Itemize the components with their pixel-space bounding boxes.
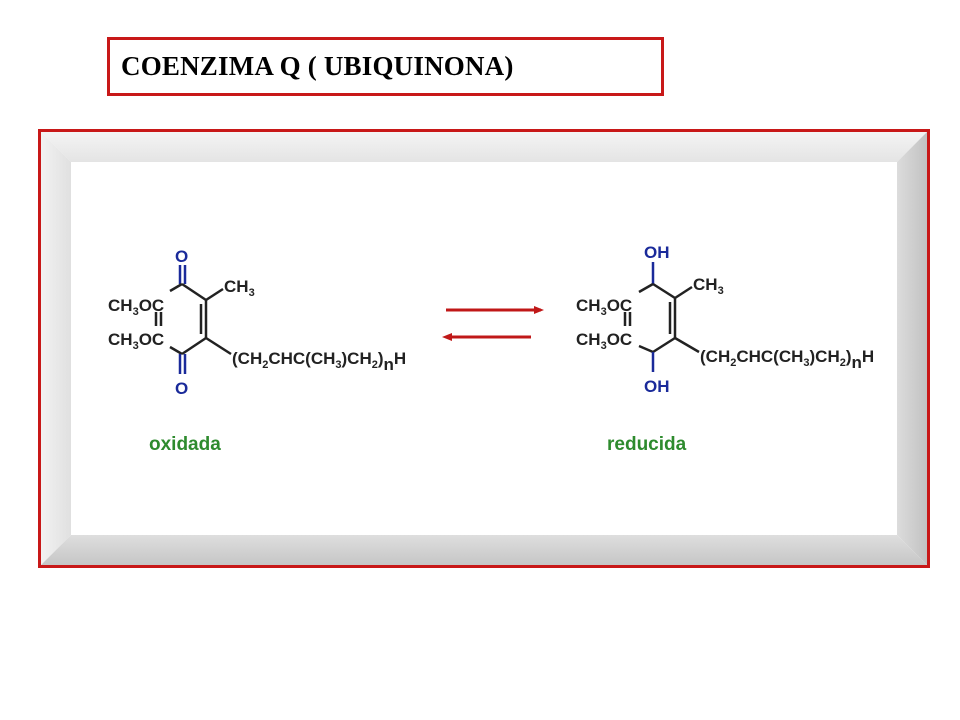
reduced-structure: OH OH CH3OC CH3OC CH3 (CH2CHC(CH3)CH2)nH… bbox=[576, 243, 874, 455]
oxidized-structure: O O CH3OC CH3OC CH3 (CH2CHC(CH3)CH2)n bbox=[108, 247, 406, 455]
reduced-methyl: CH3 bbox=[693, 275, 724, 297]
oxidized-methoxy-1: CH3OC bbox=[108, 296, 164, 318]
reduced-methoxy-1: CH3OC bbox=[576, 296, 632, 318]
title-box: COENZIMA Q ( UBIQUINONA) bbox=[107, 37, 664, 96]
reduced-methoxy-2: CH3OC bbox=[576, 330, 632, 352]
equilibrium-arrows bbox=[442, 306, 544, 341]
oxidized-bottom-oxygen: O bbox=[175, 379, 188, 398]
oxidized-methoxy-2: CH3OC bbox=[108, 330, 164, 352]
oxidized-top-oxygen: O bbox=[175, 247, 188, 266]
oxidized-side-chain: (CH2CHC(CH3)CH2)nH bbox=[232, 349, 406, 374]
diagram-panel: O O CH3OC CH3OC CH3 (CH2CHC(CH3)CH2)n bbox=[38, 129, 930, 568]
panel-bevel bbox=[41, 132, 927, 565]
page-title: COENZIMA Q ( UBIQUINONA) bbox=[121, 51, 514, 81]
reduced-side-chain: (CH2CHC(CH3)CH2)nH bbox=[700, 347, 874, 372]
reduced-top-hydroxyl: OH bbox=[644, 243, 670, 262]
reduced-label: reducida bbox=[607, 434, 687, 455]
coenzyme-q-diagram: O O CH3OC CH3OC CH3 (CH2CHC(CH3)CH2)n bbox=[108, 243, 874, 455]
oxidized-methyl: CH3 bbox=[224, 277, 255, 299]
oxidized-label: oxidada bbox=[149, 434, 221, 455]
reduced-bottom-hydroxyl: OH bbox=[644, 377, 670, 396]
